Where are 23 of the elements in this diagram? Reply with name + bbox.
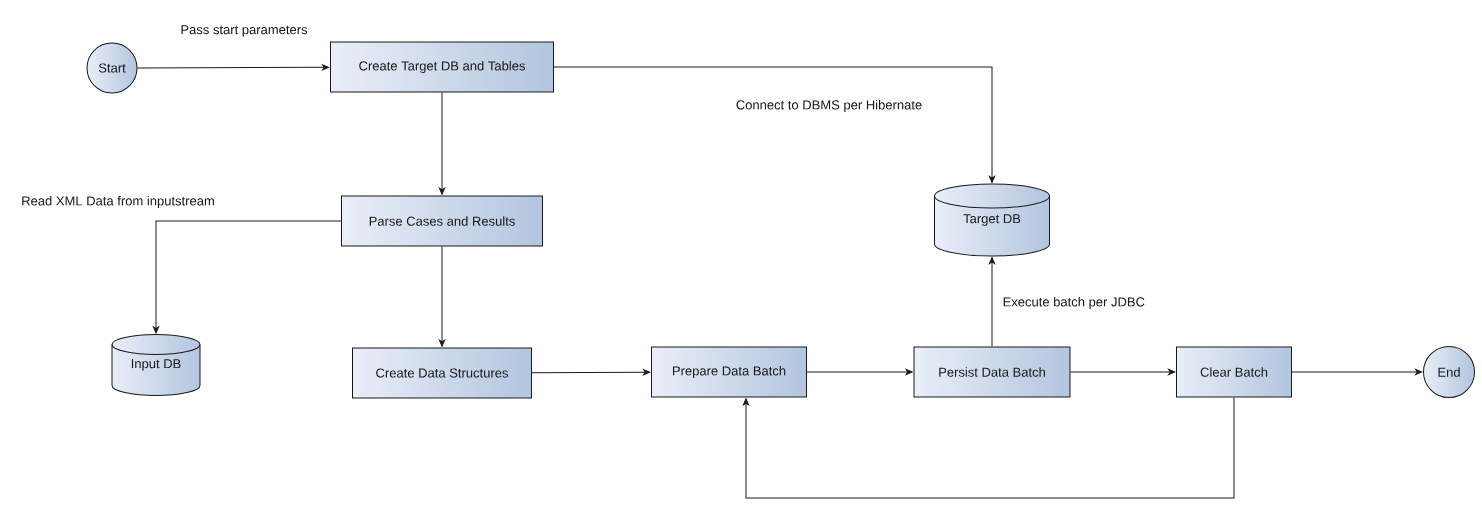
database-cylinder: Input DB [111,334,201,396]
process-box: Parse Cases and Results [341,195,543,247]
arrow [988,257,996,347]
arrow [438,92,446,195]
process-box: Clear Batch [1176,346,1292,398]
arrow [1291,368,1423,376]
arrow [531,369,651,376]
process-box: Prepare Data Batch [651,346,807,398]
arrow [806,368,913,376]
process-box: Persist Data Batch [913,346,1071,398]
process-box: Create Target DB and Tables [330,41,554,93]
edge-label: Read XML Data from inputstream [19,194,217,210]
process-box: Create Data Structures [352,347,532,399]
arrow [152,220,342,334]
edge-label: Connect to DBMS per Hibernate [734,98,924,114]
arrow [137,64,330,71]
edge-label: Execute batch per JDBC [1001,295,1147,311]
arrow [438,246,446,347]
database-cylinder: Target DB [934,183,1050,257]
edge-label: Pass start parameters [179,23,309,39]
arrow [742,397,1235,499]
arrow [1070,368,1176,376]
arrow [553,66,996,183]
